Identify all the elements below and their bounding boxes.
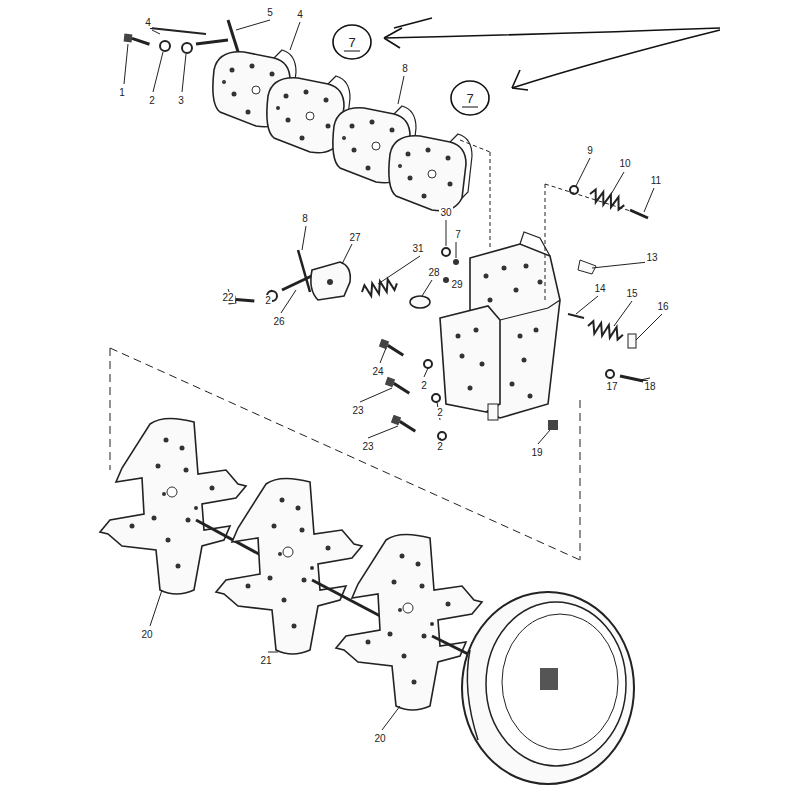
circled-callout: 7 <box>450 80 490 116</box>
callout-number: 15 <box>625 288 638 299</box>
callout-number: 16 <box>656 301 669 312</box>
callout-number: 2 <box>436 441 444 452</box>
callout-number: 4 <box>144 17 152 28</box>
callout-number: 27 <box>348 232 361 243</box>
callout-number: 8 <box>301 213 309 224</box>
callout-number: 13 <box>645 252 658 263</box>
callout-number: 7 <box>450 91 490 106</box>
callout-number: 9 <box>586 145 594 156</box>
callout-number: 7 <box>332 35 372 50</box>
callout-number: 19 <box>530 447 543 458</box>
callout-number: 26 <box>272 316 285 327</box>
callout-number: 1 <box>118 87 126 98</box>
callout-number: 29 <box>450 279 463 290</box>
callout-number: 2 <box>148 95 156 106</box>
callout-number: 20 <box>140 629 153 640</box>
callout-number: 18 <box>643 381 656 392</box>
callout-number: 31 <box>411 243 424 254</box>
circled-callout: 7 <box>332 24 372 60</box>
callout-number: 3 <box>177 95 185 106</box>
callout-number: 14 <box>593 283 606 294</box>
callout-number: 30 <box>439 207 452 218</box>
callout-number: 8 <box>401 63 409 74</box>
callout-number: 7 <box>454 229 462 240</box>
callout-number: 23 <box>351 405 364 416</box>
callout-number: 20 <box>373 733 386 744</box>
callout-number: 10 <box>618 158 631 169</box>
callout-number: 2 <box>436 407 444 418</box>
callout-number: 4 <box>296 9 304 20</box>
callout-number: 17 <box>605 381 618 392</box>
callout-number: 21 <box>259 655 272 666</box>
callout-number: 11 <box>650 175 662 186</box>
callout-number: 28 <box>427 267 440 278</box>
callout-number: 24 <box>371 366 384 377</box>
callout-number: 22 <box>221 292 234 303</box>
callout-number: 2 <box>420 380 428 391</box>
callout-number: 5 <box>266 7 274 18</box>
callout-number: 23 <box>361 441 374 452</box>
callout-number: 2 <box>264 295 272 306</box>
